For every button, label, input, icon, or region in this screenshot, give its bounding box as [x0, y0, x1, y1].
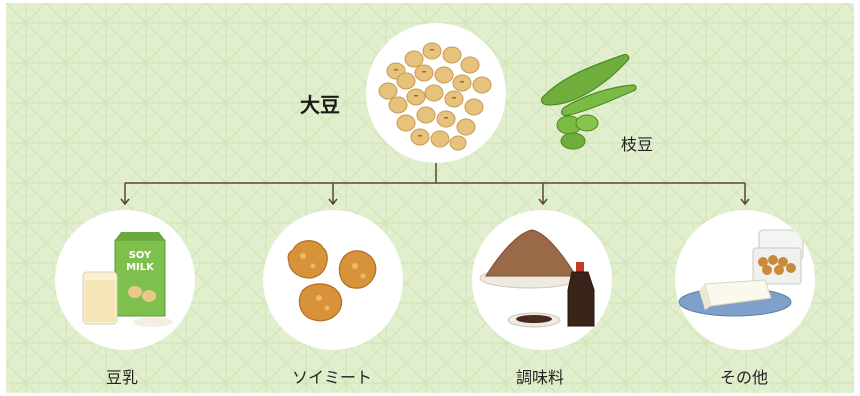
root-label: 大豆	[300, 93, 340, 117]
miso-soy-sauce-icon	[479, 229, 595, 328]
seasoning-circle	[472, 210, 612, 350]
child-label-seasoning: 調味料	[516, 368, 565, 387]
tofu-natto-icon	[678, 229, 804, 317]
soy-meat-icon	[287, 240, 377, 322]
soy-milk-circle: SOY MILK	[55, 210, 195, 350]
child-label-soy-meat: ソイミート	[292, 368, 373, 387]
soy-milk-icon: SOY MILK	[82, 232, 173, 327]
edamame-icon	[540, 53, 637, 150]
child-label-soy-milk: 豆乳	[106, 368, 139, 387]
side-label: 枝豆	[621, 135, 654, 154]
svg-text:SOY: SOY	[129, 250, 152, 261]
other-circle	[675, 210, 815, 350]
svg-text:MILK: MILK	[126, 262, 155, 273]
soy-meat-circle	[263, 210, 403, 350]
soybean-circle	[366, 23, 506, 163]
soybeans-icon	[378, 42, 492, 151]
child-label-other: その他	[720, 368, 769, 387]
